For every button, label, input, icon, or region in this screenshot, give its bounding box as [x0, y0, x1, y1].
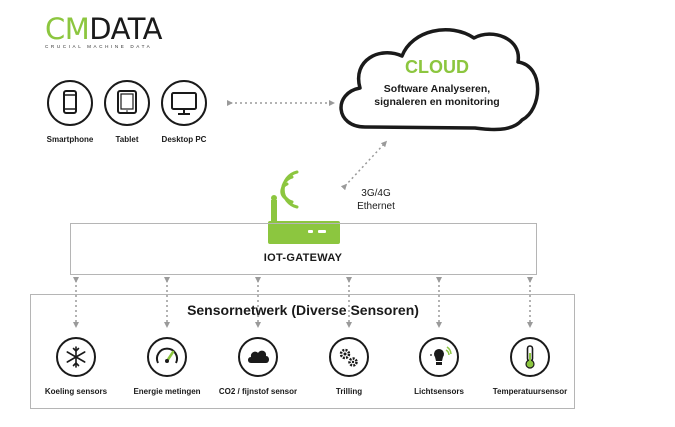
connection-label: 3G/4G Ethernet [336, 187, 416, 213]
snowflake-icon [56, 337, 96, 377]
smartphone-icon [47, 80, 93, 126]
device-label-smartphone: Smartphone [46, 135, 94, 144]
thermometer-icon [510, 337, 550, 377]
sensor-network-box [30, 294, 575, 409]
cloud-description-line1: Software Analyseren, [383, 83, 491, 95]
logo-tagline: CRUCIAL MACHINE DATA [45, 44, 153, 49]
lightbulb-icon [419, 337, 459, 377]
device-label-tablet: Tablet [115, 135, 139, 144]
sensor-label-trilling: Trilling [335, 387, 363, 396]
sensor-label-temperatuur: Temperatuursensor [492, 387, 568, 396]
sensor-label-koeling: Koeling sensors [44, 387, 108, 396]
logo-brand-data: DATA [89, 12, 162, 46]
desktop-pc-icon [161, 80, 207, 126]
tablet-icon [104, 80, 150, 126]
sensor-label-licht: Lichtsensors [414, 387, 464, 396]
cloud-shape [339, 28, 540, 132]
iot-gateway-box [70, 223, 537, 275]
connection-line1: 3G/4G [361, 188, 391, 199]
router-icon [268, 170, 340, 244]
cloud-icon [238, 337, 278, 377]
iot-gateway-label: IOT-GATEWAY [263, 252, 343, 264]
cloud-title: CLOUD [405, 57, 469, 77]
logo-brand-cm: CM [45, 12, 90, 46]
sensor-label-energie: Energie metingen [133, 387, 201, 396]
cloud-description: Software Analyseren, signaleren en monit… [337, 83, 537, 109]
gauge-icon [147, 337, 187, 377]
sensor-network-title: Sensornetwerk (Diverse Sensoren) [187, 302, 419, 318]
cloud-description-line2: signaleren en monitoring [374, 96, 500, 108]
arrow-cloud-gateway [340, 140, 388, 191]
gears-icon [329, 337, 369, 377]
sensor-label-co2: CO2 / fijnstof sensor [218, 387, 298, 396]
cmdata-logo: CMDATA CRUCIAL MACHINE DATA [45, 14, 162, 49]
connection-line2: Ethernet [357, 201, 395, 212]
device-label-desktop-pc: Desktop PC [161, 135, 207, 144]
